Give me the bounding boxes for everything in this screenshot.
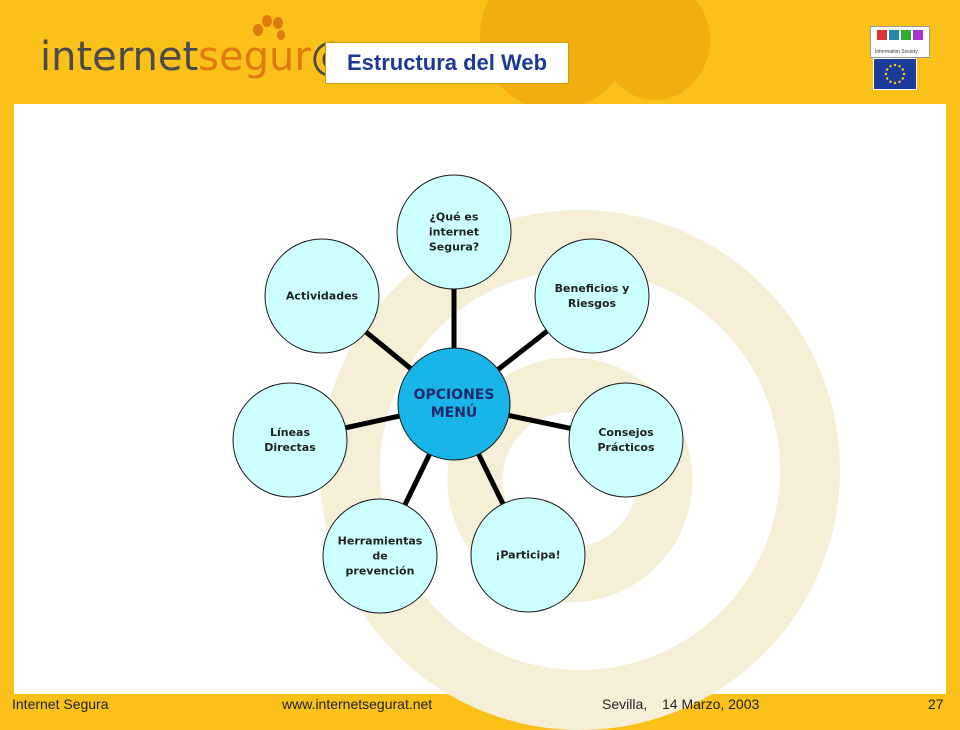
logo-text-internet: internet — [40, 34, 199, 80]
information-society-label: Information Society — [875, 49, 918, 55]
node-label-actividades: Actividades — [285, 289, 359, 303]
node-label-participa: ¡Participa! — [495, 548, 561, 562]
node-herramientas[interactable] — [322, 498, 438, 614]
paw-icon — [253, 15, 285, 40]
footer-city: Sevilla, — [602, 696, 648, 712]
center-node-label: OPCIONES MENÚ — [413, 387, 495, 421]
logo-text-segur: segur — [198, 34, 311, 80]
footer-date: 14 Marzo, 2003 — [662, 696, 760, 712]
node-label-herramientas: Herramientas de prevención — [337, 534, 423, 578]
eu-flag — [873, 58, 917, 90]
slide-title: Estructura del Web — [325, 42, 569, 84]
eu-stars-icon — [884, 63, 906, 85]
node-actividades[interactable] — [264, 238, 380, 354]
footer-page-number: 27 — [928, 696, 944, 712]
node-label-beneficios: Beneficios y Riesgos — [554, 282, 630, 310]
node-consejos[interactable] — [568, 382, 684, 498]
footer-left: Internet Segura — [12, 696, 109, 712]
footer-url[interactable]: www.internetsegurat.net — [282, 696, 433, 712]
node-label-que-es: ¿Qué es internet Segura? — [428, 210, 480, 254]
node-label-consejos: Consejos Prácticos — [597, 426, 655, 454]
node-lineas[interactable] — [232, 382, 348, 498]
node-que-es[interactable] — [396, 174, 512, 290]
information-society-logo: Information Society — [870, 26, 930, 58]
background-shape-right — [600, 0, 710, 100]
node-beneficios[interactable] — [534, 238, 650, 354]
node-label-lineas: Líneas Directas — [264, 426, 316, 454]
node-participa[interactable] — [470, 497, 586, 613]
information-society-icon — [877, 30, 923, 40]
center-node[interactable] — [397, 347, 511, 461]
